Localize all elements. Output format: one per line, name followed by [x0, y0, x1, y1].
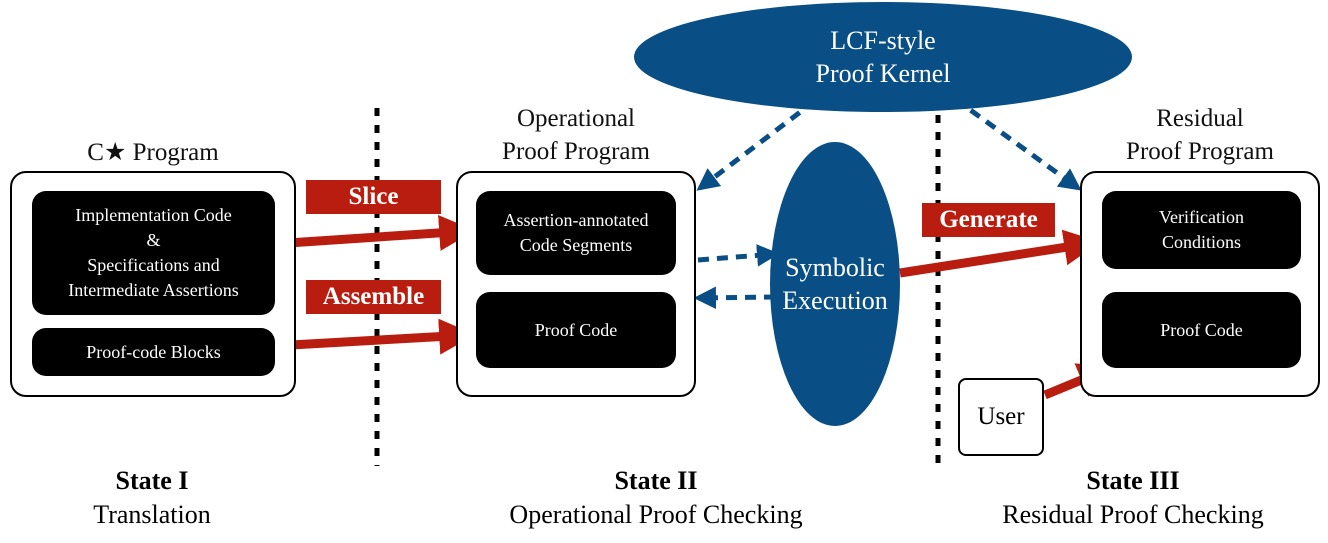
- symbolic-execution-label: Symbolic Execution: [782, 253, 888, 315]
- generate-arrow: [899, 229, 1101, 278]
- stage2-panel: Assertion-annotated Code Segments Proof …: [456, 171, 696, 397]
- to-symbolic-arrow: [697, 244, 780, 267]
- symbolic-execution: Symbolic Execution: [770, 142, 900, 426]
- slice-arrow: [272, 214, 476, 251]
- state3-number: State III: [1086, 466, 1180, 495]
- state1-name: Translation: [93, 500, 211, 529]
- proof-kernel: LCF-style Proof Kernel: [634, 2, 1132, 112]
- user-label: User: [977, 403, 1025, 430]
- user-box: User: [958, 378, 1044, 456]
- proof-kernel-label: LCF-style Proof Kernel: [815, 26, 951, 88]
- stage1-block-implementation: Implementation Code & Specifications and…: [32, 191, 275, 315]
- state2-number: State II: [614, 466, 698, 495]
- state3-name: Residual Proof Checking: [1002, 500, 1264, 529]
- stage1-panel: Implementation Code & Specifications and…: [10, 171, 296, 397]
- stage2-block-proof-code: Proof Code: [476, 292, 676, 368]
- stage3-panel: Verification Conditions Proof Code: [1080, 171, 1320, 397]
- generate-label: Generate: [922, 203, 1055, 237]
- stage3-block-proof-code: Proof Code: [1102, 292, 1301, 368]
- stage1-title: C★ Program: [87, 139, 219, 166]
- stage1-block-proof-code: Proof-code Blocks: [32, 328, 275, 376]
- assemble-label: Assemble: [306, 280, 441, 314]
- from-symbolic-arrow: [693, 286, 776, 310]
- stage3-block-verification-conditions: Verification Conditions: [1102, 191, 1301, 269]
- slice-label: Slice: [306, 180, 441, 214]
- stage2-block-assertion-annotated: Assertion-annotated Code Segments: [476, 191, 676, 275]
- stage2-title: Operational Proof Program: [502, 105, 650, 165]
- state1-number: State I: [115, 466, 189, 495]
- stage3-title: Residual Proof Program: [1126, 105, 1274, 165]
- state2-name: Operational Proof Checking: [509, 500, 803, 529]
- assemble-arrow: [272, 318, 476, 355]
